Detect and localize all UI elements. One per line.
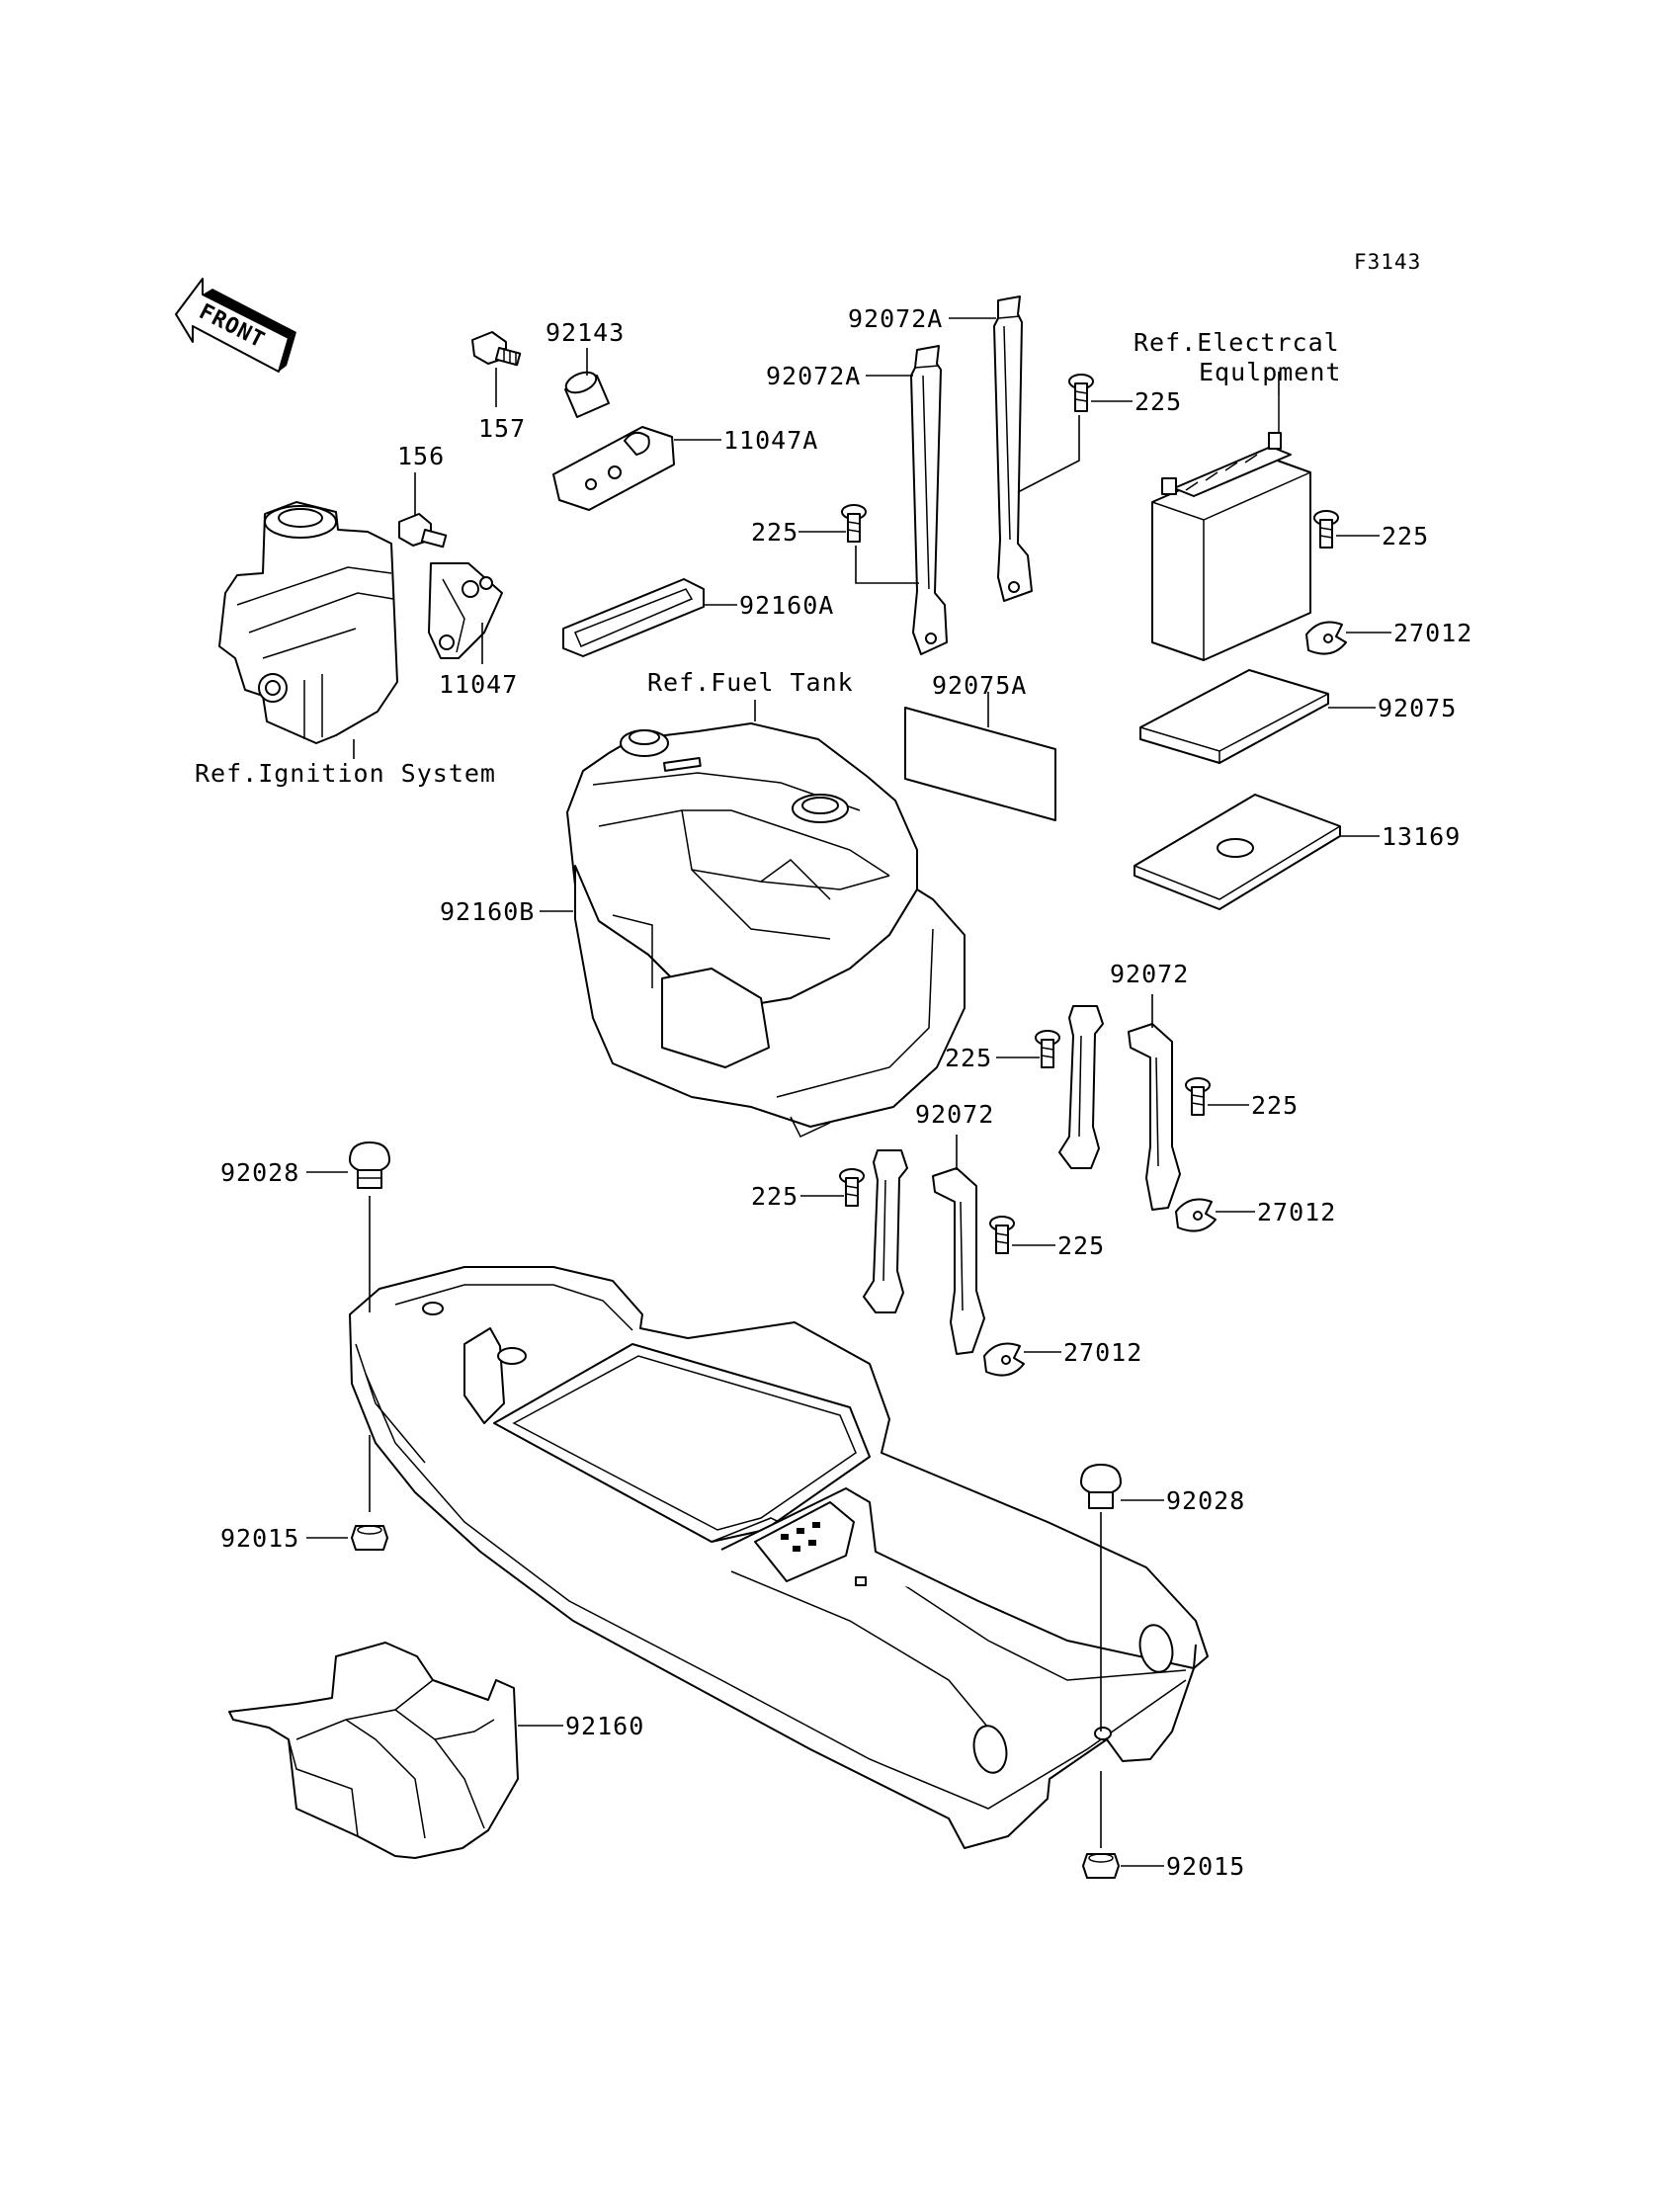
nut-92015-left-icon (351, 1525, 388, 1551)
callout-92015-right: 92015 (1166, 1852, 1245, 1881)
screw-225-d-icon (1035, 1030, 1060, 1068)
sheet-92075A-icon (904, 707, 1056, 821)
callout-27012-a: 27012 (1393, 619, 1472, 647)
screw-225-c-icon (1313, 510, 1339, 549)
front-arrow-icon: FRONT (175, 278, 296, 373)
callout-92160B: 92160B (440, 897, 535, 926)
callout-92072-left: 92072 (915, 1100, 994, 1129)
ref-ignition-system: Ref.Ignition System (195, 759, 496, 788)
callout-92075A: 92075A (932, 671, 1027, 700)
callout-92072A-left: 92072A (766, 362, 861, 390)
callout-92075: 92075 (1378, 694, 1457, 722)
callout-13169: 13169 (1382, 822, 1461, 851)
cover-92160B-icon (574, 865, 966, 1138)
screw-225-b-icon (1068, 374, 1094, 412)
bolt-156-icon (398, 513, 448, 549)
ref-fuel-tank: Ref.Fuel Tank (647, 668, 854, 697)
grommet-92028-right-icon (1080, 1464, 1122, 1509)
callout-92028-left: 92028 (220, 1158, 299, 1187)
ref-electrical-1: Ref.Electrcal (1134, 328, 1340, 357)
callout-157: 157 (478, 414, 526, 443)
callout-92072A-top: 92072A (848, 304, 943, 333)
callout-27012-c: 27012 (1063, 1338, 1142, 1367)
callout-225-b: 225 (1134, 387, 1182, 416)
callout-11047A: 11047A (723, 426, 818, 455)
stopper-27012-b-icon (1175, 1198, 1217, 1232)
collar-92143-icon (564, 371, 610, 418)
callout-225-e: 225 (1251, 1091, 1299, 1120)
figure-code: F3143 (1354, 250, 1421, 274)
callout-225-f: 225 (751, 1182, 798, 1211)
callout-225-a: 225 (751, 518, 798, 547)
stopper-27012-a-icon (1305, 621, 1347, 655)
battery-icon (1151, 395, 1311, 661)
callout-225-d: 225 (945, 1044, 992, 1072)
cover-92160A-icon (562, 578, 705, 657)
bolt-157-icon (471, 331, 522, 367)
callout-92160: 92160 (565, 1712, 644, 1740)
callout-156: 156 (397, 442, 445, 470)
screw-225-g-icon (989, 1216, 1015, 1254)
strap-92072A-top-icon (993, 296, 1033, 602)
stopper-27012-c-icon (983, 1342, 1025, 1377)
callout-225-g: 225 (1057, 1231, 1105, 1260)
callout-27012-b: 27012 (1257, 1198, 1336, 1226)
callout-92160A: 92160A (739, 591, 834, 620)
cover-92160-icon (228, 1642, 519, 1859)
callout-92015-left: 92015 (220, 1524, 299, 1553)
strap-92072A-left-icon (910, 345, 948, 655)
strap-92072-left-icon (863, 1149, 985, 1355)
nut-92015-right-icon (1082, 1853, 1120, 1879)
ignition-box-icon (218, 501, 398, 744)
callout-11047: 11047 (439, 670, 518, 699)
bracket-11047A-icon (552, 426, 675, 511)
grommet-92028-left-icon (349, 1141, 390, 1189)
callout-92072-right: 92072 (1110, 960, 1189, 988)
pad-92075-icon (1139, 669, 1329, 764)
strap-92072-right-icon (1058, 1005, 1181, 1211)
callout-92028-right: 92028 (1166, 1486, 1245, 1515)
hull-icon (349, 1266, 1209, 1849)
mat-13169-icon (1134, 794, 1341, 910)
bracket-11047-icon (428, 562, 503, 659)
ref-electrical-2: Equlpment (1199, 358, 1341, 386)
callout-92143: 92143 (546, 318, 625, 347)
screw-225-a-icon (841, 504, 867, 543)
screw-225-f-icon (839, 1168, 865, 1207)
callout-225-c: 225 (1382, 522, 1429, 550)
screw-225-e-icon (1185, 1077, 1211, 1116)
